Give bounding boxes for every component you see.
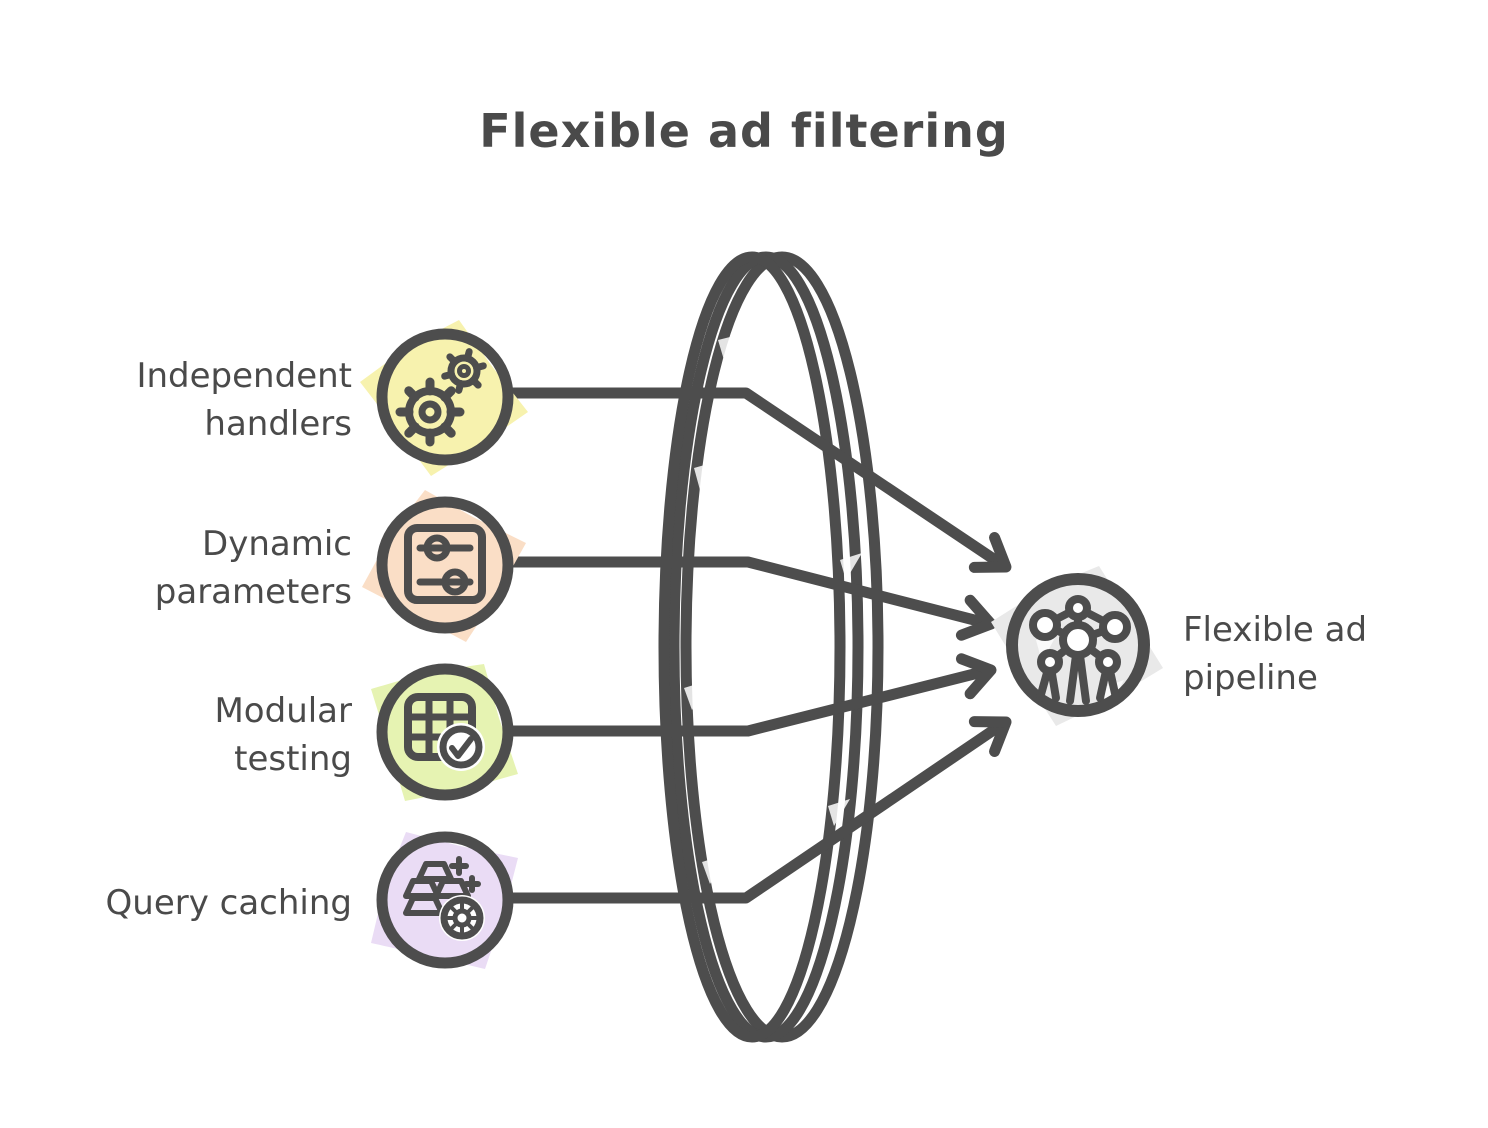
node-blob [362,490,526,642]
label-modular-testing: Modular testing [12,687,352,783]
node-circle [376,831,514,969]
node-independent-handlers [360,320,528,476]
ray-query-caching [502,719,1007,904]
node-flexible-ad-pipeline [991,566,1163,726]
atomium-icon [1029,595,1131,705]
ray-independent-handlers [502,387,1007,570]
label-line: handlers [204,404,352,444]
arrowhead-icon [968,716,1012,757]
node-circle [376,663,514,801]
gears-icon [395,348,487,447]
arrowhead-icon [968,532,1012,573]
ray-modular-testing [502,665,992,737]
label-flexible-ad-pipeline: Flexible ad pipeline [1183,606,1488,702]
label-line: Modular [214,691,352,731]
node-circle [1006,573,1150,717]
node-query-caching [371,831,518,969]
arrowhead-icon [955,653,997,700]
label-dynamic-parameters: Dynamic parameters [12,520,352,616]
node-circle [376,328,514,466]
node-blob [371,832,518,969]
lens-highlights [684,334,862,884]
label-line: parameters [154,572,352,612]
label-line: pipeline [1183,658,1318,698]
label-line: Flexible ad [1183,610,1368,650]
plus-icon [449,856,481,893]
label-independent-handlers: Independent handlers [12,352,352,448]
ingots-coin-icon [403,856,485,941]
connector-rays [502,387,1012,904]
sliders-icon [404,524,486,604]
node-dynamic-parameters [362,490,526,642]
ray-dynamic-parameters [502,556,992,629]
label-query-caching: Query caching [12,879,352,927]
label-line: Dynamic [202,524,352,564]
coin-icon [439,895,485,941]
filter-lens [658,251,884,1043]
label-line: testing [234,739,352,779]
label-line: Query caching [105,883,352,923]
page-title: Flexible ad filtering [479,104,1009,158]
label-line: Independent [136,356,352,396]
table-check-icon [404,693,485,771]
node-circle [376,496,514,634]
arrowhead-icon [955,594,997,641]
node-modular-testing [371,663,518,801]
